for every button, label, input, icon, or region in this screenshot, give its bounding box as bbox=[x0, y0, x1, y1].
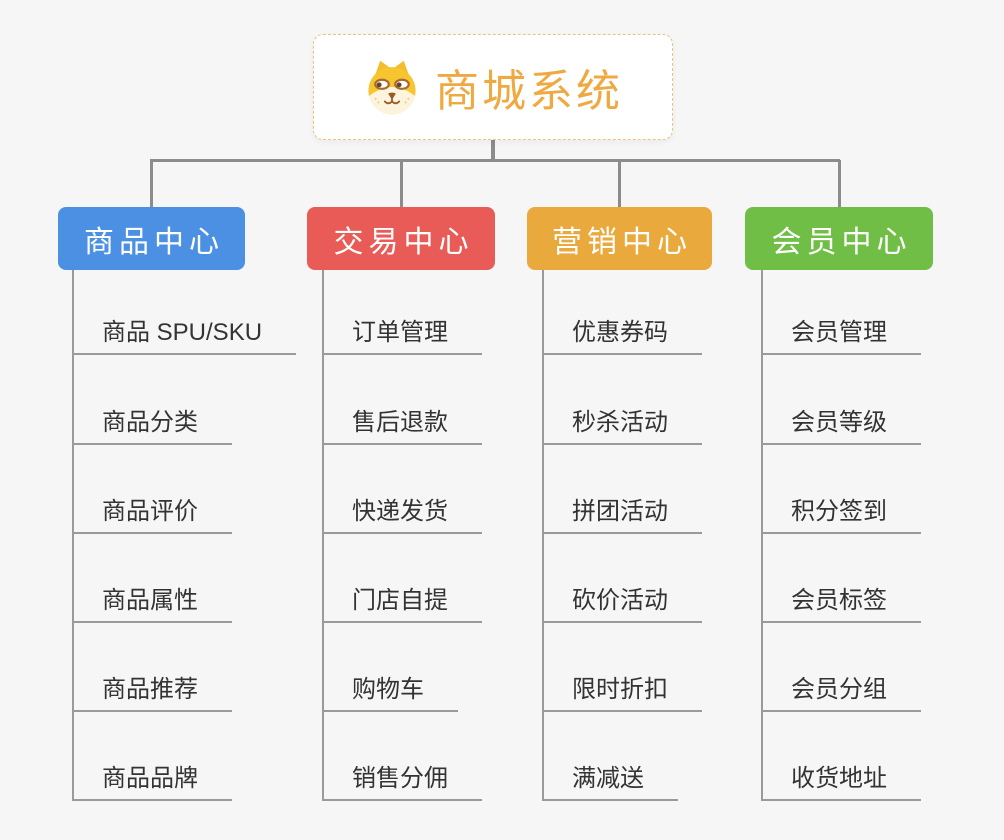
branch-trunk-line bbox=[322, 270, 324, 801]
leaf-node[interactable]: 会员标签 bbox=[761, 581, 921, 623]
branch-node-trade-center[interactable]: 交易中心 bbox=[307, 207, 495, 270]
leaf-node[interactable]: 优惠券码 bbox=[542, 313, 702, 355]
connector-horizontal bbox=[150, 159, 840, 162]
dog-face-icon bbox=[368, 60, 416, 115]
leaf-node[interactable]: 商品评价 bbox=[72, 492, 232, 534]
branch-label: 商品中心 bbox=[84, 225, 224, 259]
leaf-node[interactable]: 拼团活动 bbox=[542, 492, 702, 534]
leaf-node[interactable]: 会员管理 bbox=[761, 313, 921, 355]
leaf-node[interactable]: 秒杀活动 bbox=[542, 403, 702, 445]
branch-trunk-line bbox=[761, 270, 763, 801]
leaf-node[interactable]: 购物车 bbox=[322, 670, 458, 712]
branch-node-member-center[interactable]: 会员中心 bbox=[745, 207, 933, 270]
leaf-node[interactable]: 售后退款 bbox=[322, 403, 482, 445]
leaf-node[interactable]: 砍价活动 bbox=[542, 581, 702, 623]
leaf-node[interactable]: 快递发货 bbox=[322, 492, 482, 534]
leaf-node[interactable]: 会员等级 bbox=[761, 403, 921, 445]
leaf-node[interactable]: 收货地址 bbox=[761, 759, 921, 801]
connector-branch-stub-3 bbox=[618, 160, 621, 208]
branch-node-product-center[interactable]: 商品中心 bbox=[58, 207, 245, 270]
root-title: 商城系统 bbox=[435, 67, 623, 116]
leaf-node[interactable]: 销售分佣 bbox=[322, 759, 482, 801]
root-node[interactable]: 商城系统 bbox=[313, 34, 673, 140]
branch-trunk-line bbox=[542, 270, 544, 801]
branch-label: 交易中心 bbox=[333, 225, 474, 259]
connector-branch-stub-4 bbox=[838, 160, 841, 208]
connector-branch-stub-1 bbox=[150, 160, 153, 208]
leaf-node[interactable]: 商品品牌 bbox=[72, 759, 232, 801]
leaf-node[interactable]: 限时折扣 bbox=[542, 670, 702, 712]
leaf-node[interactable]: 满减送 bbox=[542, 759, 678, 801]
branch-node-marketing-center[interactable]: 营销中心 bbox=[527, 207, 712, 270]
connector-branch-stub-2 bbox=[400, 160, 403, 208]
leaf-node[interactable]: 积分签到 bbox=[761, 492, 921, 534]
branch-label: 会员中心 bbox=[771, 225, 912, 259]
leaf-node[interactable]: 商品属性 bbox=[72, 581, 232, 623]
branch-label: 营销中心 bbox=[552, 225, 692, 259]
leaf-node[interactable]: 门店自提 bbox=[322, 581, 482, 623]
leaf-node[interactable]: 商品 SPU/SKU bbox=[72, 313, 297, 355]
leaf-node[interactable]: 会员分组 bbox=[761, 670, 921, 712]
leaf-node[interactable]: 商品推荐 bbox=[72, 670, 232, 712]
leaf-node[interactable]: 订单管理 bbox=[322, 313, 482, 355]
leaf-node[interactable]: 商品分类 bbox=[72, 403, 232, 445]
branch-trunk-line bbox=[72, 270, 74, 801]
connector-root-stub bbox=[491, 140, 495, 162]
